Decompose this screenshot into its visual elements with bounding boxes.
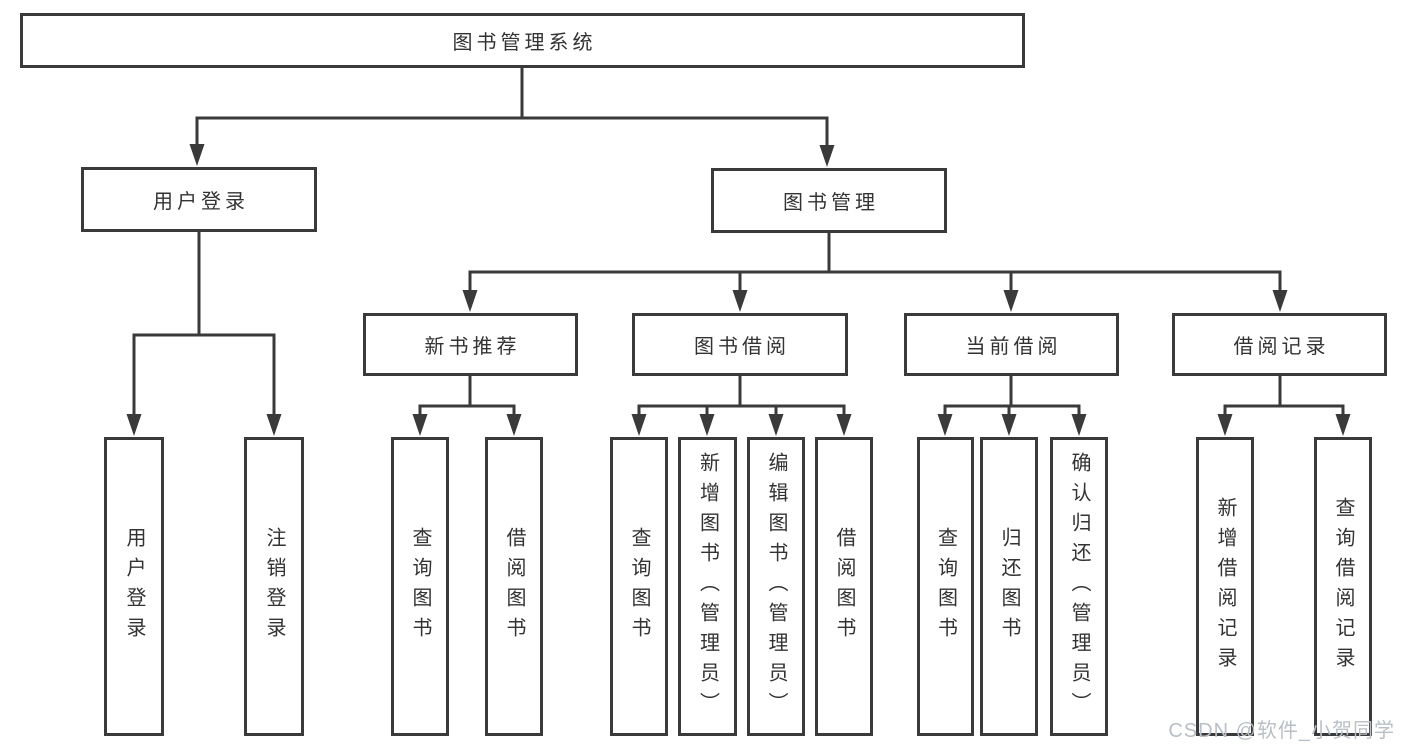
leaf-confirm-return-admin: 确认归还（管理员） bbox=[1050, 437, 1108, 736]
leaf-borrow-books-borrowing: 借阅图书 bbox=[815, 437, 873, 736]
leaf-logout-login: 注销登录 bbox=[244, 437, 304, 736]
leaf-borrow-books-recommend-label: 借阅图书 bbox=[503, 526, 525, 647]
node-current-borrowing: 当前借阅 bbox=[904, 313, 1119, 376]
node-user-login-label: 用户登录 bbox=[153, 191, 249, 213]
leaf-add-books-admin-label: 新增图书（管理员） bbox=[696, 451, 719, 722]
leaf-borrow-books-borrowing-label: 借阅图书 bbox=[833, 526, 855, 647]
leaf-user-login: 用户登录 bbox=[104, 437, 164, 736]
node-root-label: 图书管理系统 bbox=[452, 32, 597, 54]
leaf-query-borrow-record: 查询借阅记录 bbox=[1314, 437, 1372, 736]
leaf-return-books: 归还图书 bbox=[980, 437, 1038, 736]
leaf-query-borrow-record-label: 查询借阅记录 bbox=[1332, 496, 1354, 677]
node-borrow-records-label: 借阅记录 bbox=[1233, 336, 1330, 358]
leaf-query-books-recommend: 查询图书 bbox=[391, 437, 449, 736]
leaf-add-borrow-record-label: 新增借阅记录 bbox=[1214, 496, 1236, 677]
leaf-edit-books-admin: 编辑图书（管理员） bbox=[747, 437, 805, 736]
node-book-borrowing: 图书借阅 bbox=[632, 313, 848, 376]
node-book-management: 图书管理 bbox=[711, 168, 947, 233]
leaf-confirm-return-admin-label: 确认归还（管理员） bbox=[1068, 451, 1090, 722]
node-new-book-recommend: 新书推荐 bbox=[363, 313, 578, 376]
node-book-management-label: 图书管理 bbox=[783, 192, 879, 214]
leaf-query-books-current-label: 查询图书 bbox=[934, 526, 957, 647]
csdn-watermark: CSDN @软件_小贺同学 bbox=[1168, 720, 1395, 742]
leaf-query-books-borrowing-label: 查询图书 bbox=[628, 526, 650, 647]
leaf-logout-login-label: 注销登录 bbox=[263, 526, 285, 647]
node-borrow-records: 借阅记录 bbox=[1172, 313, 1387, 376]
node-book-borrowing-label: 图书借阅 bbox=[694, 336, 790, 358]
leaf-query-books-current: 查询图书 bbox=[917, 437, 974, 736]
node-user-login: 用户登录 bbox=[81, 167, 317, 232]
leaf-user-login-label: 用户登录 bbox=[123, 526, 145, 647]
node-root: 图书管理系统 bbox=[20, 13, 1025, 68]
leaf-borrow-books-recommend: 借阅图书 bbox=[485, 437, 543, 736]
leaf-add-borrow-record: 新增借阅记录 bbox=[1196, 437, 1254, 736]
node-new-book-recommend-label: 新书推荐 bbox=[424, 336, 521, 358]
leaf-edit-books-admin-label: 编辑图书（管理员） bbox=[765, 451, 787, 722]
node-current-borrowing-label: 当前借阅 bbox=[965, 336, 1062, 358]
leaf-add-books-admin: 新增图书（管理员） bbox=[678, 437, 737, 736]
leaf-return-books-label: 归还图书 bbox=[998, 526, 1020, 647]
leaf-query-books-borrowing: 查询图书 bbox=[610, 437, 668, 736]
leaf-query-books-recommend-label: 查询图书 bbox=[409, 526, 431, 647]
